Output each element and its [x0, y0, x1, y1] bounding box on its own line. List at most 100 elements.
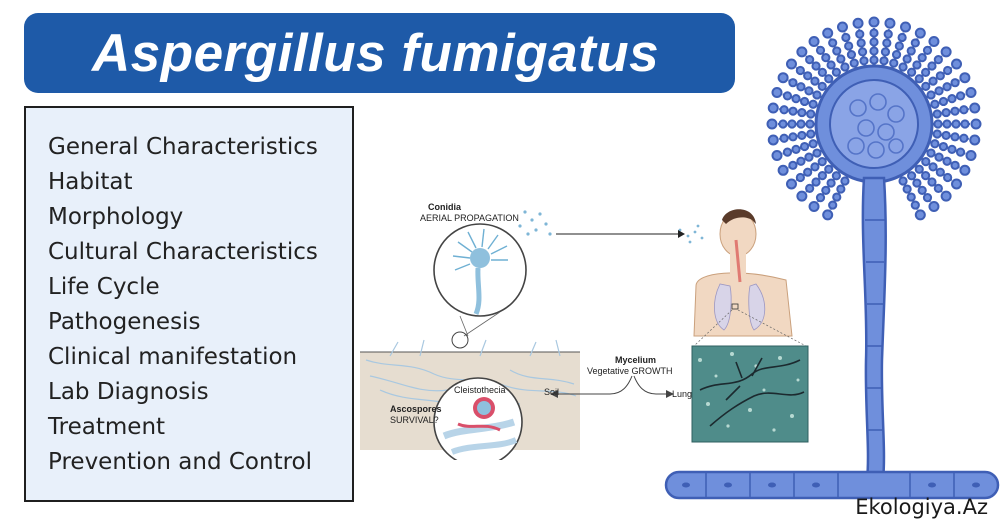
conidium — [951, 178, 963, 190]
conidium — [788, 160, 798, 170]
conidium — [935, 71, 945, 81]
conidium — [796, 82, 806, 92]
conidium — [930, 139, 940, 149]
topic-item: Pathogenesis — [48, 309, 201, 335]
conidium — [785, 178, 797, 190]
conidium — [941, 107, 951, 118]
conidium — [868, 16, 880, 28]
conidium — [817, 157, 827, 167]
conidium — [930, 99, 940, 109]
conidium — [879, 56, 889, 66]
conidia-sublabel: AERIAL PROPAGATION — [420, 213, 519, 223]
topic-item: Cultural Characteristics — [48, 239, 318, 265]
conidium — [817, 171, 827, 181]
conidia-label: Conidia — [428, 202, 461, 212]
conidium — [951, 58, 963, 70]
conidium — [951, 119, 961, 129]
conidium — [811, 177, 821, 187]
cleistothecia-circle — [433, 377, 523, 460]
conidium — [914, 164, 924, 174]
topic-list-box: General Characteristics Habitat Morpholo… — [24, 106, 354, 502]
spore-chains — [766, 16, 982, 221]
conidium — [822, 209, 834, 221]
topic-item: Morphology — [48, 204, 184, 230]
conidium — [788, 106, 798, 116]
conidium — [766, 118, 778, 130]
conidium — [965, 86, 977, 98]
conidium — [771, 86, 783, 98]
conidium — [943, 65, 953, 76]
conidium — [921, 67, 931, 77]
conidium — [803, 71, 813, 81]
conidium — [812, 90, 822, 100]
conidium — [906, 192, 916, 202]
conidium — [791, 94, 801, 104]
conidium — [910, 200, 920, 210]
conidium — [940, 46, 952, 58]
conidium — [846, 49, 857, 60]
conidiophore-stalk — [861, 176, 887, 482]
conidium — [882, 38, 892, 48]
conidium — [869, 46, 879, 56]
conidium — [914, 27, 926, 39]
conidium — [969, 134, 981, 146]
conidium — [821, 185, 831, 195]
conidium — [889, 58, 899, 68]
conidium — [855, 29, 865, 39]
conidium — [788, 78, 798, 88]
page-title: Aspergillus fumigatus — [92, 23, 660, 83]
conidium — [902, 54, 912, 64]
conidium — [933, 183, 943, 193]
conidium — [821, 53, 831, 63]
conidium — [808, 35, 820, 47]
airborne-spores — [518, 210, 704, 244]
conidium — [884, 17, 896, 29]
conidium — [808, 99, 818, 109]
conidium — [921, 81, 931, 91]
conidium — [804, 152, 814, 162]
watermark: Ekologiya.Az — [855, 495, 988, 519]
topic-list: General Characteristics Habitat Morpholo… — [48, 130, 352, 480]
topic-item: Clinical manifestation — [48, 344, 298, 370]
conidium — [779, 105, 789, 115]
conidium — [849, 58, 859, 68]
conidium — [894, 41, 904, 51]
conidium — [817, 81, 827, 91]
aspergillus-conidiophore-illustration — [660, 0, 1000, 525]
conidium — [844, 41, 854, 51]
conidium — [922, 45, 933, 55]
conidium — [852, 17, 864, 29]
conidium — [824, 164, 834, 174]
conidium — [822, 27, 834, 39]
conidium — [787, 119, 797, 129]
conidium — [934, 152, 944, 162]
conidium — [796, 119, 806, 129]
conidium — [771, 150, 783, 162]
lung-label: Lung — [672, 389, 693, 399]
conidium — [950, 106, 960, 116]
conidium — [795, 65, 805, 76]
conidium — [815, 45, 826, 55]
conidium — [938, 96, 949, 107]
soil-label: Soil — [544, 387, 560, 397]
conidium — [910, 38, 920, 48]
conidium — [935, 167, 945, 177]
conidium — [836, 184, 846, 194]
conidium — [832, 192, 842, 202]
conidium — [912, 60, 922, 70]
title-banner: Aspergillus fumigatus — [24, 13, 735, 93]
tissue-specks — [698, 352, 800, 432]
conidium — [942, 119, 952, 129]
conidium — [970, 118, 982, 130]
conidium — [947, 94, 957, 104]
conidium — [928, 76, 938, 86]
conidium — [897, 32, 907, 43]
conidium — [965, 150, 977, 162]
conidium — [938, 141, 949, 152]
conidium — [912, 178, 922, 188]
conidium — [806, 129, 816, 139]
conidium — [804, 86, 814, 96]
conidium — [955, 147, 966, 157]
conidium — [907, 171, 917, 181]
conidium — [788, 132, 798, 142]
